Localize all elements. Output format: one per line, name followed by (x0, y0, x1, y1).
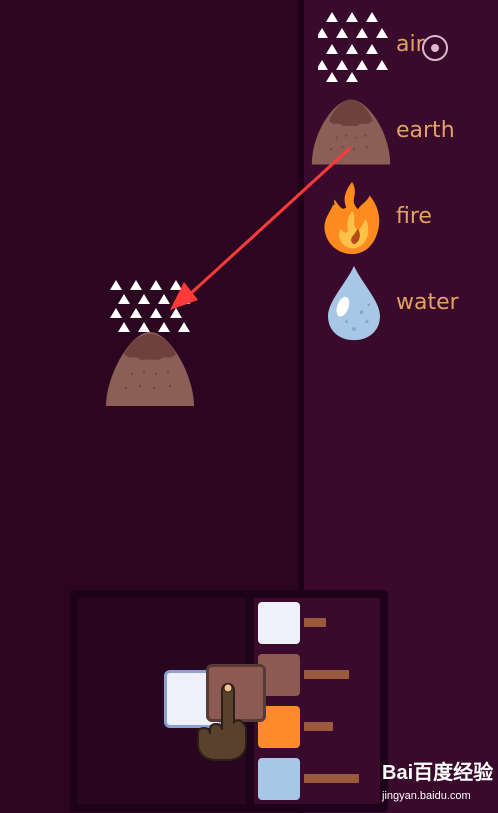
element-label-fire: fire (396, 204, 432, 229)
element-item-water[interactable]: water (304, 260, 498, 346)
tutorial-air-bar (304, 618, 326, 627)
water-icon (328, 265, 380, 341)
earth-icon (311, 99, 391, 165)
pointer-hand-icon (197, 682, 247, 761)
air-icon (318, 12, 388, 82)
air-selected-indicator[interactable] (422, 35, 448, 61)
element-label-earth: earth (396, 118, 455, 143)
tutorial-earth-bar (304, 670, 349, 679)
element-label-air: air (396, 32, 425, 57)
watermark-url: jingyan.baidu.com (382, 790, 471, 802)
tutorial-air-swatch (258, 602, 300, 644)
sidebar-divider (298, 0, 304, 813)
tutorial-water-swatch (258, 758, 300, 800)
tutorial-panel (70, 590, 388, 812)
dust-icon[interactable] (100, 280, 200, 410)
baidu-watermark: Bai百度经验 jingyan.baidu.com (378, 756, 498, 813)
tutorial-fire-bar (304, 722, 333, 731)
element-item-fire[interactable]: fire (304, 174, 498, 260)
element-item-earth[interactable]: earth (304, 88, 498, 174)
element-item-air[interactable]: air (304, 2, 498, 88)
fire-icon (324, 181, 380, 255)
watermark-logo: Bai百度经验 (382, 762, 494, 784)
tutorial-water-bar (304, 774, 359, 783)
element-label-water: water (396, 290, 459, 315)
tutorial-sidebar (254, 598, 380, 804)
